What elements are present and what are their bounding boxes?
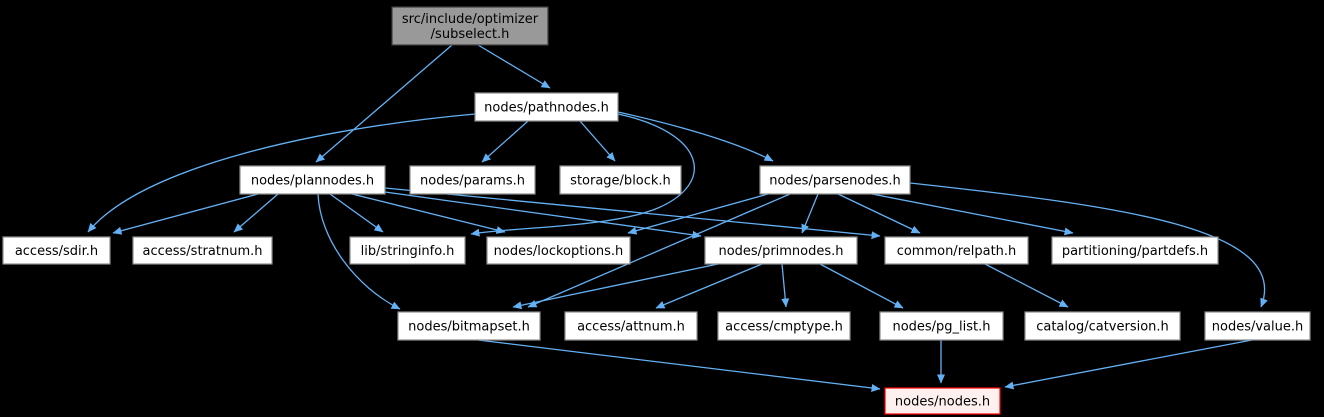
graph-node-relpath[interactable]: common/relpath.h bbox=[884, 236, 1029, 265]
graph-node-box-nodes bbox=[884, 387, 1001, 415]
edge-plannodes-to-lockoptions bbox=[351, 193, 506, 234]
graph-node-box-value bbox=[1204, 311, 1311, 341]
graph-node-label-parsenodes: nodes/parsenodes.h bbox=[769, 174, 901, 189]
edge-plannodes-to-relpath bbox=[384, 187, 881, 240]
graph-node-box-partdefs bbox=[1051, 236, 1219, 265]
edge-pathnodes-to-params bbox=[481, 120, 529, 163]
graph-node-value[interactable]: nodes/value.h bbox=[1204, 311, 1311, 341]
graph-node-box-pg_list bbox=[879, 311, 1004, 341]
edge-primnodes-to-bitmapset bbox=[512, 263, 719, 310]
edge-plannodes-to-bitmapset bbox=[317, 193, 401, 310]
graph-node-bitmapset[interactable]: nodes/bitmapset.h bbox=[397, 311, 541, 341]
graph-node-label-cmptype: access/cmptype.h bbox=[725, 320, 843, 335]
edge-primnodes-to-cmptype bbox=[781, 263, 790, 308]
edge-parsenodes-to-value bbox=[909, 182, 1268, 308]
graph-node-label-catversion: catalog/catversion.h bbox=[1036, 320, 1169, 335]
graph-node-attnum[interactable]: access/attnum.h bbox=[564, 311, 698, 341]
graph-node-cmptype[interactable]: access/cmptype.h bbox=[717, 311, 851, 341]
graph-node-subselect[interactable]: src/include/optimizer/subselect.h bbox=[391, 6, 549, 46]
graph-node-label-nodes: nodes/nodes.h bbox=[895, 395, 990, 410]
graph-node-label-plannodes: nodes/plannodes.h bbox=[251, 174, 374, 189]
graph-node-pathnodes[interactable]: nodes/pathnodes.h bbox=[474, 92, 619, 122]
graph-node-box-subselect bbox=[391, 6, 549, 46]
graph-node-parsenodes[interactable]: nodes/parsenodes.h bbox=[759, 165, 911, 195]
edge-subselect-to-plannodes bbox=[315, 44, 453, 163]
graph-node-label-params: nodes/params.h bbox=[420, 174, 525, 189]
graph-node-box-block bbox=[559, 165, 682, 195]
graph-node-primnodes[interactable]: nodes/primnodes.h bbox=[704, 236, 858, 265]
edge-parsenodes-to-primnodes bbox=[801, 193, 819, 234]
graph-node-box-stringinfo bbox=[349, 236, 466, 265]
graph-node-box-pathnodes bbox=[474, 92, 619, 122]
graph-node-box-params bbox=[409, 165, 536, 195]
edge-parsenodes-to-lockoptions bbox=[627, 193, 769, 235]
graph-node-box-parsenodes bbox=[759, 165, 911, 195]
graph-node-params[interactable]: nodes/params.h bbox=[409, 165, 536, 195]
graph-node-box-bitmapset bbox=[397, 311, 541, 341]
edge-bitmapset-to-nodes bbox=[477, 339, 881, 392]
edge-primnodes-to-attnum bbox=[655, 263, 763, 309]
graph-node-label-subselect: src/include/optimizer/subselect.h bbox=[402, 12, 539, 42]
graph-node-label-bitmapset: nodes/bitmapset.h bbox=[408, 320, 530, 335]
graph-node-label-primnodes: nodes/primnodes.h bbox=[718, 244, 843, 259]
edge-subselect-to-pathnodes bbox=[477, 44, 551, 89]
edge-pathnodes-to-sdir bbox=[87, 113, 476, 233]
graph-node-pg_list[interactable]: nodes/pg_list.h bbox=[879, 311, 1004, 341]
graph-node-label-attnum: access/attnum.h bbox=[577, 320, 685, 335]
graph-node-stringinfo[interactable]: lib/stringinfo.h bbox=[349, 236, 466, 265]
graph-node-label-partdefs: partitioning/partdefs.h bbox=[1062, 244, 1208, 259]
edge-primnodes-to-pg_list bbox=[819, 263, 904, 309]
graph-node-box-relpath bbox=[884, 236, 1029, 265]
graph-node-label-pathnodes: nodes/pathnodes.h bbox=[484, 101, 609, 116]
graph-node-label-lockoptions: nodes/lockoptions.h bbox=[494, 244, 624, 259]
edge-plannodes-to-stringinfo bbox=[329, 193, 384, 233]
graph-node-label-pg_list: nodes/pg_list.h bbox=[892, 320, 990, 335]
edge-plannodes-to-sdir bbox=[112, 193, 259, 235]
graph-node-box-catversion bbox=[1024, 311, 1181, 341]
edge-pathnodes-to-block bbox=[579, 120, 616, 162]
graph-node-box-plannodes bbox=[239, 165, 386, 195]
graph-node-box-sdir bbox=[2, 236, 111, 265]
graph-node-stratnum[interactable]: access/stratnum.h bbox=[132, 236, 273, 265]
graph-node-plannodes[interactable]: nodes/plannodes.h bbox=[239, 165, 386, 195]
graph-node-box-attnum bbox=[564, 311, 698, 341]
edge-parsenodes-to-relpath bbox=[837, 193, 921, 234]
graph-node-label-stringinfo: lib/stringinfo.h bbox=[361, 244, 455, 259]
graph-node-lockoptions[interactable]: nodes/lockoptions.h bbox=[486, 236, 631, 265]
graph-node-block[interactable]: storage/block.h bbox=[559, 165, 682, 195]
graph-node-partdefs[interactable]: partitioning/partdefs.h bbox=[1051, 236, 1219, 265]
edge-relpath-to-catversion bbox=[984, 263, 1069, 308]
edge-value-to-nodes bbox=[1004, 339, 1253, 390]
graph-node-label-value: nodes/value.h bbox=[1212, 320, 1303, 335]
graph-node-label-block: storage/block.h bbox=[570, 174, 671, 189]
edge-plannodes-to-stratnum bbox=[233, 193, 279, 233]
graph-node-catversion[interactable]: catalog/catversion.h bbox=[1024, 311, 1181, 341]
graph-node-label-relpath: common/relpath.h bbox=[897, 244, 1017, 259]
graph-node-box-lockoptions bbox=[486, 236, 631, 265]
graph-node-box-cmptype bbox=[717, 311, 851, 341]
graph-node-box-primnodes bbox=[704, 236, 858, 265]
edge-pathnodes-to-parsenodes bbox=[617, 111, 774, 162]
edge-parsenodes-to-bitmapset bbox=[527, 193, 791, 308]
edge-parsenodes-to-partdefs bbox=[871, 193, 1074, 236]
edge-plannodes-to-primnodes bbox=[384, 191, 702, 239]
graph-node-box-stratnum bbox=[132, 236, 273, 265]
graph-node-label-stratnum: access/stratnum.h bbox=[143, 244, 263, 259]
graph-node-label-sdir: access/sdir.h bbox=[15, 244, 98, 259]
edge-pathnodes-to-stringinfo bbox=[470, 113, 695, 237]
graph-node-nodes[interactable]: nodes/nodes.h bbox=[884, 387, 1001, 415]
graph-node-sdir[interactable]: access/sdir.h bbox=[2, 236, 111, 265]
